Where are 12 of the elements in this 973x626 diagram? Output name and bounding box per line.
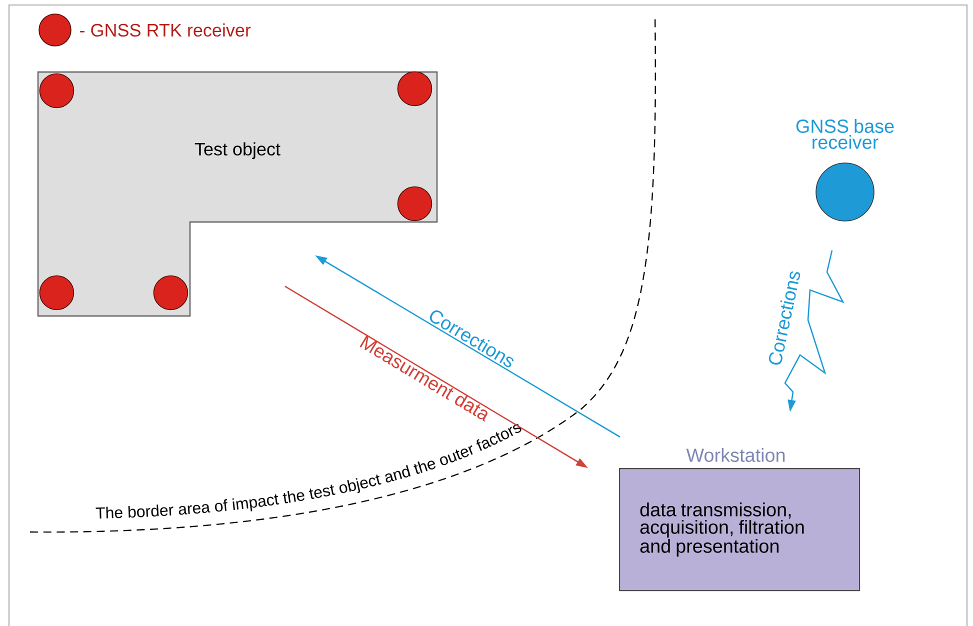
node-label: Workstation	[686, 448, 785, 462]
workstation-box: Workstation data transmission, acquisition, filtration and presentation	[619, 448, 860, 592]
receiver-marker	[153, 275, 188, 310]
receiver-marker	[397, 186, 432, 222]
base-receiver: GNSS base receiver	[796, 119, 894, 222]
legend-text: - GNSS RTK receiver	[80, 23, 251, 37]
receiver-marker	[39, 275, 74, 310]
receiver-marker	[39, 73, 74, 108]
edge-label: Corrections	[768, 271, 800, 365]
node-label: GNSS base receiver	[796, 119, 894, 149]
receiver-marker	[397, 71, 432, 106]
boundary-label: The border area of impact the test object and the outer factors	[96, 424, 522, 518]
